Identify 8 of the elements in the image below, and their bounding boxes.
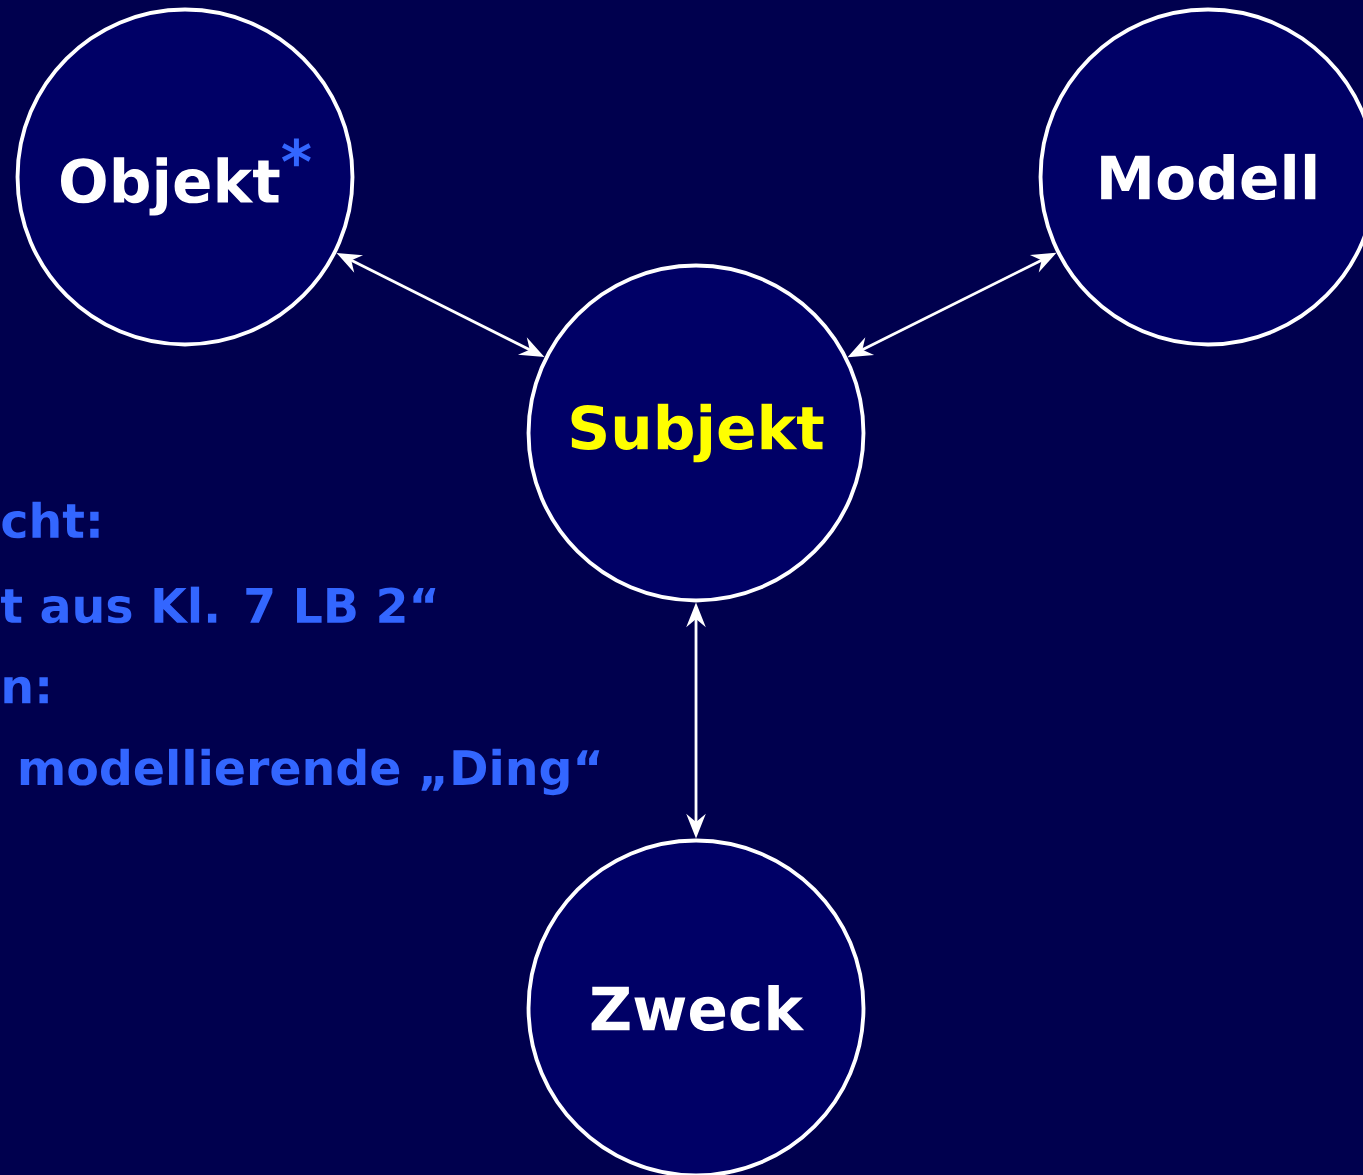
circle-node: Zweck xyxy=(526,838,866,1175)
text-line: t aus Kl. 7 LB 2“ xyxy=(1,586,436,624)
text-line: modellierende „Ding“ xyxy=(20,748,600,796)
text-line: n: xyxy=(4,676,48,704)
circle-node: Objekt * xyxy=(15,7,355,347)
circle-node: Modell xyxy=(1038,7,1363,347)
text-line: cht: xyxy=(2,501,99,539)
circle-node: Subjekt xyxy=(526,263,866,603)
